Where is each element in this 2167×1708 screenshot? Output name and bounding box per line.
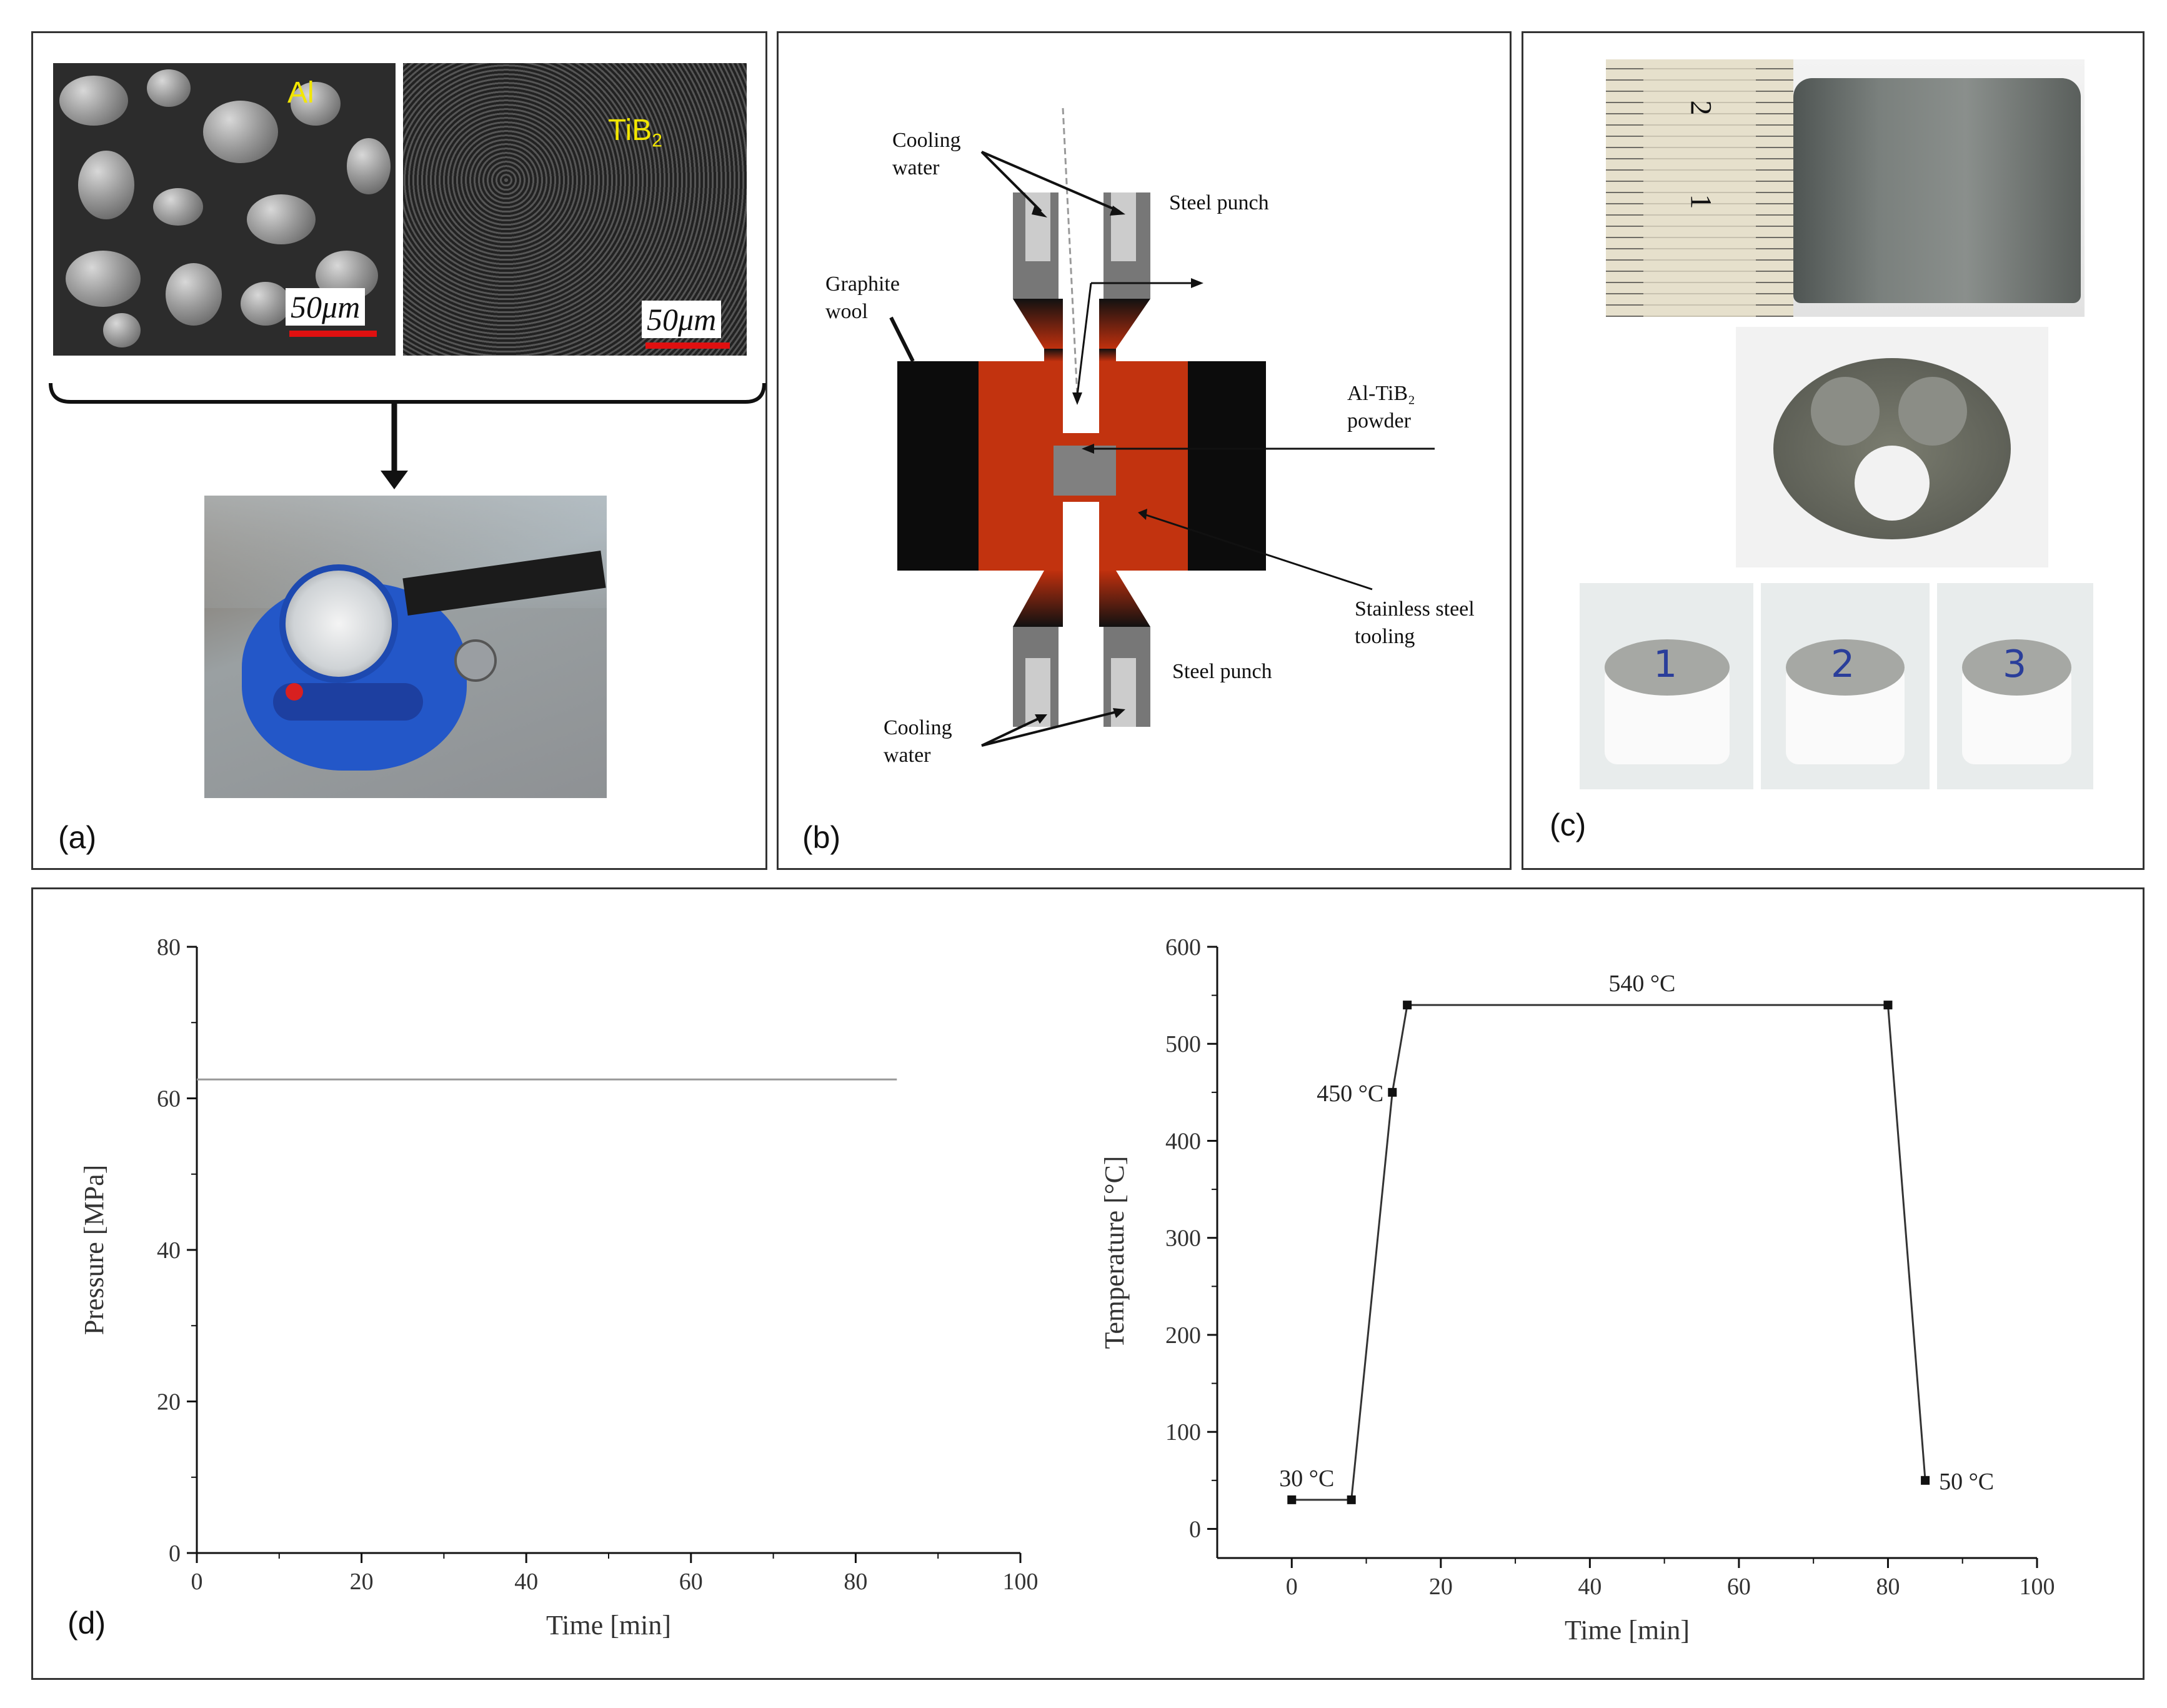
x-tick-label: 80 — [844, 1569, 867, 1595]
data-point — [1347, 1495, 1356, 1504]
panel-label-b: (b) — [802, 820, 841, 855]
x-tick-label: 60 — [1727, 1574, 1751, 1600]
scale-label: 50μm — [642, 301, 722, 338]
sample-cylinder-photo: 2 1 — [1606, 59, 2085, 317]
x-tick-label: 60 — [679, 1569, 703, 1595]
sem-image-al: Al 50μm — [53, 63, 396, 356]
label-steel-punch-bottom: Steel punch — [1172, 660, 1272, 683]
series-line — [1292, 1004, 1926, 1501]
y-tick-label: 20 — [157, 1389, 181, 1416]
sample-1-photo: 1 — [1580, 583, 1753, 789]
sem-tag-al: Al — [287, 76, 314, 109]
y-tick-label: 300 — [1165, 1226, 1201, 1252]
graphite-wool-right — [1188, 361, 1266, 571]
x-axis-label: Time [min] — [1565, 1615, 1690, 1646]
sample-mark: 2 — [1831, 642, 1855, 686]
data-point — [1287, 1495, 1297, 1504]
y-axis-label: Temperature [°C] — [1099, 1156, 1130, 1349]
y-tick-label: 60 — [157, 1086, 181, 1112]
scale-label: 50μm — [286, 288, 366, 326]
scale-bar — [289, 331, 377, 337]
sample-2-photo: 2 — [1761, 583, 1930, 789]
sample-3-photo: 3 — [1937, 583, 2093, 789]
panel-c: 2 1 1 2 3 (c) — [1522, 31, 2145, 870]
x-axis-label: Time [min] — [546, 1610, 671, 1641]
sps-schematic — [889, 107, 1435, 747]
y-tick-label: 0 — [1189, 1516, 1201, 1542]
merge-bracket-arrow — [49, 382, 766, 489]
y-axis-label: Pressure [MPa] — [79, 1165, 109, 1336]
sem-image-tib2: TiB2 50μm — [403, 63, 747, 356]
ruler: 2 1 — [1606, 59, 1793, 317]
data-point — [1403, 1001, 1412, 1010]
ruler-number: 1 — [1684, 194, 1718, 209]
scale-bar — [645, 342, 730, 349]
y-tick-label: 500 — [1165, 1031, 1201, 1057]
data-annotation: 30 °C — [1279, 1466, 1334, 1492]
sample-mark: 3 — [2003, 642, 2027, 686]
x-tick-label: 0 — [191, 1569, 203, 1595]
y-tick-label: 200 — [1165, 1322, 1201, 1349]
x-tick-label: 0 — [1286, 1574, 1298, 1600]
y-tick-label: 600 — [1165, 934, 1201, 961]
data-point — [1388, 1087, 1397, 1097]
x-tick-label: 20 — [350, 1569, 374, 1595]
ruler-number: 2 — [1684, 100, 1718, 116]
data-annotation: 450 °C — [1317, 1081, 1383, 1107]
sps-machine-photo — [204, 496, 607, 798]
panel-a: Al 50μm TiB2 50μm (a) — [31, 31, 767, 870]
x-tick-label: 100 — [2020, 1574, 2055, 1600]
x-tick-label: 100 — [1003, 1569, 1039, 1595]
powder-compact — [1054, 446, 1116, 496]
label-steel-punch-top: Steel punch — [1169, 191, 1269, 214]
x-tick-label: 20 — [1429, 1574, 1453, 1600]
panel-label-a: (a) — [58, 820, 97, 855]
graphite-wool-left — [897, 361, 979, 571]
x-tick-label: 80 — [1876, 1574, 1900, 1600]
x-tick-label: 40 — [1578, 1574, 1602, 1600]
panel-label-c: (c) — [1550, 807, 1587, 842]
y-tick-label: 100 — [1165, 1419, 1201, 1446]
sem-tag-tib2: TiB2 — [608, 114, 662, 151]
y-tick-label: 80 — [157, 934, 181, 961]
data-point — [1921, 1476, 1930, 1485]
y-tick-label: 40 — [157, 1237, 181, 1264]
data-annotation: 540 °C — [1608, 971, 1675, 997]
data-annotation: 50 °C — [1939, 1469, 1994, 1495]
x-tick-label: 40 — [514, 1569, 538, 1595]
panel-label-d: (d) — [67, 1606, 106, 1641]
y-tick-label: 400 — [1165, 1128, 1201, 1154]
data-point — [1883, 1001, 1893, 1010]
sample-mark: 1 — [1653, 642, 1678, 686]
sample-ring-photo — [1736, 327, 2048, 567]
y-tick-label: 0 — [169, 1541, 181, 1567]
sample-cylinder — [1793, 78, 2081, 303]
